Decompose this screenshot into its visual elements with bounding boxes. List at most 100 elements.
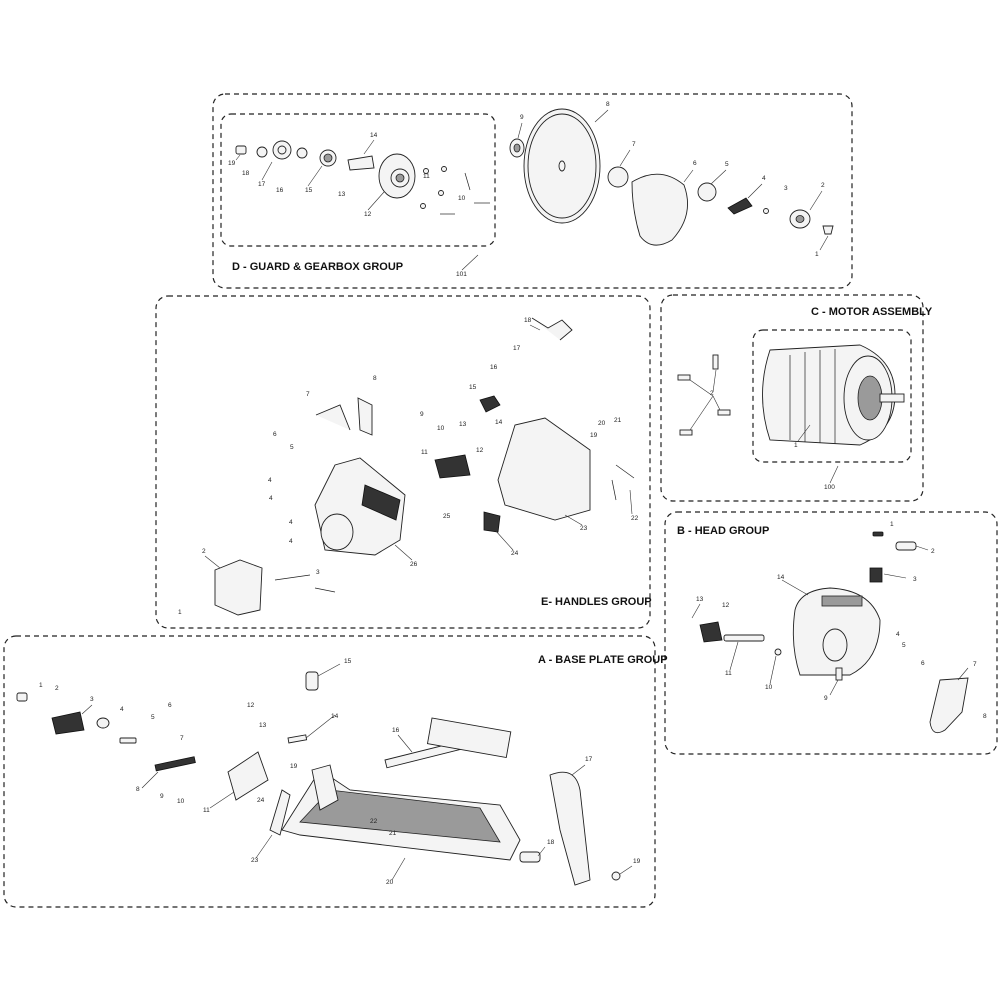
part-number-label: 13 xyxy=(696,596,704,603)
part-number-label: 1 xyxy=(890,521,894,528)
group-b-title: B - HEAD GROUP xyxy=(677,525,769,537)
gearbox-parts-drawing xyxy=(235,140,490,215)
part-number-label: 14 xyxy=(495,419,503,426)
part-number-label: 10 xyxy=(765,684,773,691)
part-number-label: 10 xyxy=(437,425,445,432)
part-number-label: 4 xyxy=(120,706,124,713)
part-number-label: 5 xyxy=(290,444,294,451)
part-number-label: 5 xyxy=(151,714,155,721)
group-a-title: A - BASE PLATE GROUP xyxy=(538,654,668,666)
part-number-label: 3 xyxy=(316,569,320,576)
part-number-label: 19 xyxy=(290,763,298,770)
part-number-label: 15 xyxy=(344,658,352,665)
part-number-label: 22 xyxy=(370,818,378,825)
group-b-border xyxy=(664,511,998,755)
part-number-label: 4 xyxy=(289,538,293,545)
part-number-label: 24 xyxy=(257,797,265,804)
part-number-label: 6 xyxy=(693,160,697,167)
part-number-label: 12 xyxy=(476,447,484,454)
part-number-label: 24 xyxy=(511,550,519,557)
part-number-label: 8 xyxy=(136,786,140,793)
part-number-label: 4 xyxy=(762,175,766,182)
group-a-border xyxy=(3,635,656,908)
part-number-label: 9 xyxy=(520,114,524,121)
part-number-label: 7 xyxy=(973,661,977,668)
group-d-guard-gearbox: D - GUARD & GEARBOX GROUP 101 19 18 17 1… xyxy=(212,93,853,289)
part-number-label: 4 xyxy=(896,631,900,638)
part-number-label: 9 xyxy=(420,411,424,418)
part-number-label: 8 xyxy=(373,375,377,382)
part-number-label: 4 xyxy=(268,477,272,484)
part-number-label: 2 xyxy=(931,548,935,555)
part-number-label: 1 xyxy=(815,251,819,258)
motor-drawing xyxy=(762,344,905,446)
base-plate-drawing xyxy=(16,671,621,886)
part-number-label: 11 xyxy=(725,670,732,677)
group-c-title: C - MOTOR ASSEMBLY xyxy=(811,306,933,318)
part-number-label: 23 xyxy=(251,857,259,864)
part-number-label: 8 xyxy=(983,713,987,720)
part-number-label: 18 xyxy=(547,839,555,846)
head-drawing xyxy=(699,531,969,734)
group-d-assembly-number: 101 xyxy=(456,271,467,278)
part-number-label: 18 xyxy=(242,170,250,177)
part-number-label: 3 xyxy=(784,185,788,192)
part-number-label: 11 xyxy=(421,449,428,456)
part-number-label: 16 xyxy=(276,187,284,194)
part-number-label: 12 xyxy=(247,702,255,709)
part-number-label: 15 xyxy=(305,187,313,194)
part-number-label: 17 xyxy=(585,756,593,763)
part-number-label: 16 xyxy=(392,727,400,734)
group-e-border xyxy=(155,295,651,629)
group-c-border xyxy=(660,294,924,502)
part-number-label: 1 xyxy=(178,609,182,616)
part-number-label: 13 xyxy=(459,421,467,428)
part-number-label: 10 xyxy=(177,798,185,805)
part-number-label: 19 xyxy=(633,858,641,865)
part-number-label: 2 xyxy=(202,548,206,555)
part-number-label: 3 xyxy=(90,696,94,703)
group-e-handles: E- HANDLES GROUP 18 17 16 15 14 13 12 xyxy=(155,295,652,629)
part-number-label: 17 xyxy=(513,345,521,352)
part-number-label: 13 xyxy=(338,191,346,198)
gearbox-part-labels: 19 18 17 16 15 14 13 12 11 11 10 10 xyxy=(228,132,466,218)
head-part-labels: 1 2 3 14 13 12 11 10 9 4 5 6 7 8 xyxy=(691,521,987,720)
part-number-label: 25 xyxy=(443,513,451,520)
group-c-assembly-number: 100 xyxy=(824,484,835,491)
part-number-label: 14 xyxy=(331,713,339,720)
part-number-label: 23 xyxy=(580,525,588,532)
part-number-label: 4 xyxy=(289,519,293,526)
part-number-label: 21 xyxy=(614,417,622,424)
group-d-gearbox-subgroup-border xyxy=(220,113,496,247)
part-number-label: 9 xyxy=(824,695,828,702)
part-number-label: 19 xyxy=(590,432,598,439)
part-number-label: 16 xyxy=(490,364,498,371)
part-number-label: 26 xyxy=(410,561,418,568)
group-d-title: D - GUARD & GEARBOX GROUP xyxy=(232,261,403,273)
part-number-label: 11 xyxy=(203,807,210,814)
part-number-label: 18 xyxy=(524,317,532,324)
group-c-motor-subgroup-border xyxy=(752,329,912,463)
part-number-label: 21 xyxy=(389,830,397,837)
part-number-label: 1 xyxy=(39,682,43,689)
part-number-label: 3 xyxy=(913,576,917,583)
part-number-label: 20 xyxy=(598,420,606,427)
part-number-label: 13 xyxy=(259,722,267,729)
group-d-border xyxy=(212,93,853,289)
part-number-label: 12 xyxy=(722,602,730,609)
part-number-label: 15 xyxy=(469,384,477,391)
part-number-label: 4 xyxy=(269,495,273,502)
part-number-label: 6 xyxy=(273,431,277,438)
part-number-label: 14 xyxy=(777,574,785,581)
handles-part-labels: 18 17 16 15 14 13 12 11 10 9 8 7 6 5 4 4… xyxy=(178,317,639,616)
guard-parts-drawing xyxy=(509,108,834,246)
part-number-label: 5 xyxy=(902,642,906,649)
group-e-title: E- HANDLES GROUP xyxy=(541,596,652,608)
part-number-label: 7 xyxy=(306,391,310,398)
part-number-label: 2 xyxy=(821,182,825,189)
group-c-motor-assembly: C - MOTOR ASSEMBLY 100 2 1 xyxy=(660,294,933,502)
part-number-label: 6 xyxy=(168,702,172,709)
part-number-label: 6 xyxy=(921,660,925,667)
part-number-label: 19 xyxy=(228,160,236,167)
base-plate-part-labels: 1 2 3 4 5 6 7 8 9 10 11 12 13 14 15 16 1… xyxy=(39,658,641,886)
